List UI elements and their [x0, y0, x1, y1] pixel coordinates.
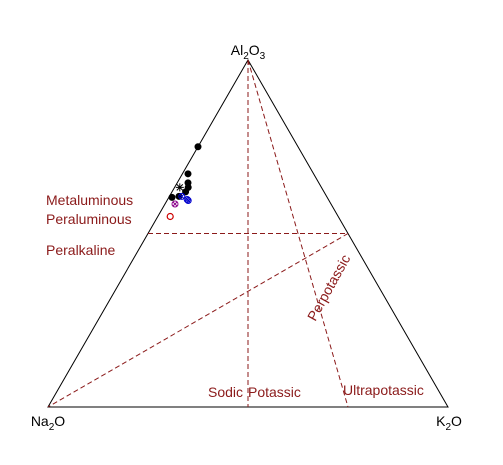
point-marker — [184, 197, 192, 205]
boundary-ultrapotassic — [247, 59, 349, 408]
data-point — [175, 183, 184, 192]
field-label-peralkaline: Peralkaline — [46, 242, 115, 258]
field-label-sodic: Sodic — [208, 384, 243, 400]
boundary-al-equals-k — [47, 233, 349, 408]
point-marker — [171, 200, 179, 208]
data-point — [168, 193, 176, 201]
point-marker-cross — [185, 198, 191, 203]
point-marker — [168, 193, 176, 201]
data-point — [171, 200, 179, 208]
point-marker — [166, 212, 174, 221]
data-point — [184, 197, 192, 205]
data-points — [166, 143, 202, 221]
field-label-perpotassic: Perpotassic — [304, 252, 353, 324]
data-point — [194, 143, 202, 151]
field-label-metaluminous: Metaluminous — [46, 192, 133, 208]
point-marker — [184, 170, 192, 178]
field-label-potassic: Potassic — [248, 384, 301, 400]
point-marker — [182, 188, 190, 196]
data-point — [178, 192, 186, 200]
point-marker-cross — [172, 201, 178, 207]
data-point — [184, 170, 192, 178]
field-label-ultrapotassic: Ultrapotassic — [343, 382, 424, 398]
data-point — [166, 212, 174, 221]
point-marker-cross — [179, 194, 185, 199]
apex-label-al2o3: Al2O3 — [231, 42, 266, 62]
point-marker — [194, 143, 202, 151]
point-marker — [178, 192, 186, 200]
field-label-peraluminous: Peraluminous — [46, 211, 132, 227]
apex-label-k2o: K2O — [436, 413, 462, 433]
field-boundaries — [47, 59, 349, 408]
apex-label-na2o: Na2O — [31, 413, 65, 433]
point-marker — [183, 195, 191, 203]
point-marker — [175, 183, 184, 192]
data-point — [182, 188, 190, 196]
